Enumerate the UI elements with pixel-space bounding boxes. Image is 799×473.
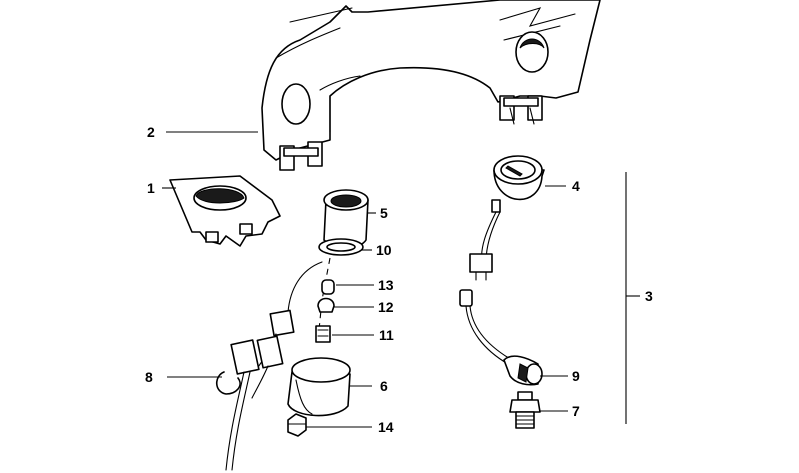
wiring-harness-part-8 [215, 261, 323, 471]
dashboard-trim-panel [261, 0, 601, 171]
bulb-socket-part-13 [321, 279, 335, 295]
holder-cup-part-6 [287, 357, 351, 417]
callout-label-3: 3 [645, 288, 653, 304]
callout-label-12: 12 [378, 299, 394, 315]
gauge-part-5 [323, 189, 369, 249]
callout-label-4: 4 [572, 178, 580, 194]
callout-label-13: 13 [378, 277, 394, 293]
callout-label-5: 5 [380, 205, 388, 221]
callout-label-8: 8 [145, 369, 153, 385]
socket-part-11 [315, 325, 331, 343]
callout-label-10: 10 [376, 242, 392, 258]
callout-label-1: 1 [147, 180, 155, 196]
seal-ring-part-10 [318, 238, 364, 256]
callout-label-11: 11 [379, 327, 394, 343]
sensor-lead-part-9 [459, 289, 543, 386]
gauge-part-4 [469, 155, 545, 281]
nut-part-14 [287, 413, 307, 437]
callout-labels: 2 1 8 5 10 13 12 11 6 14 4 3 9 7 [145, 124, 653, 435]
callout-label-7: 7 [572, 403, 580, 419]
gauge-bezel [169, 175, 281, 247]
callout-label-9: 9 [572, 368, 580, 384]
bulb-part-12 [317, 297, 335, 313]
callout-label-2: 2 [147, 124, 155, 140]
leader-lines [162, 131, 640, 428]
sender-unit-part-7 [509, 391, 541, 429]
callout-label-6: 6 [380, 378, 388, 394]
callout-label-14: 14 [378, 419, 394, 435]
